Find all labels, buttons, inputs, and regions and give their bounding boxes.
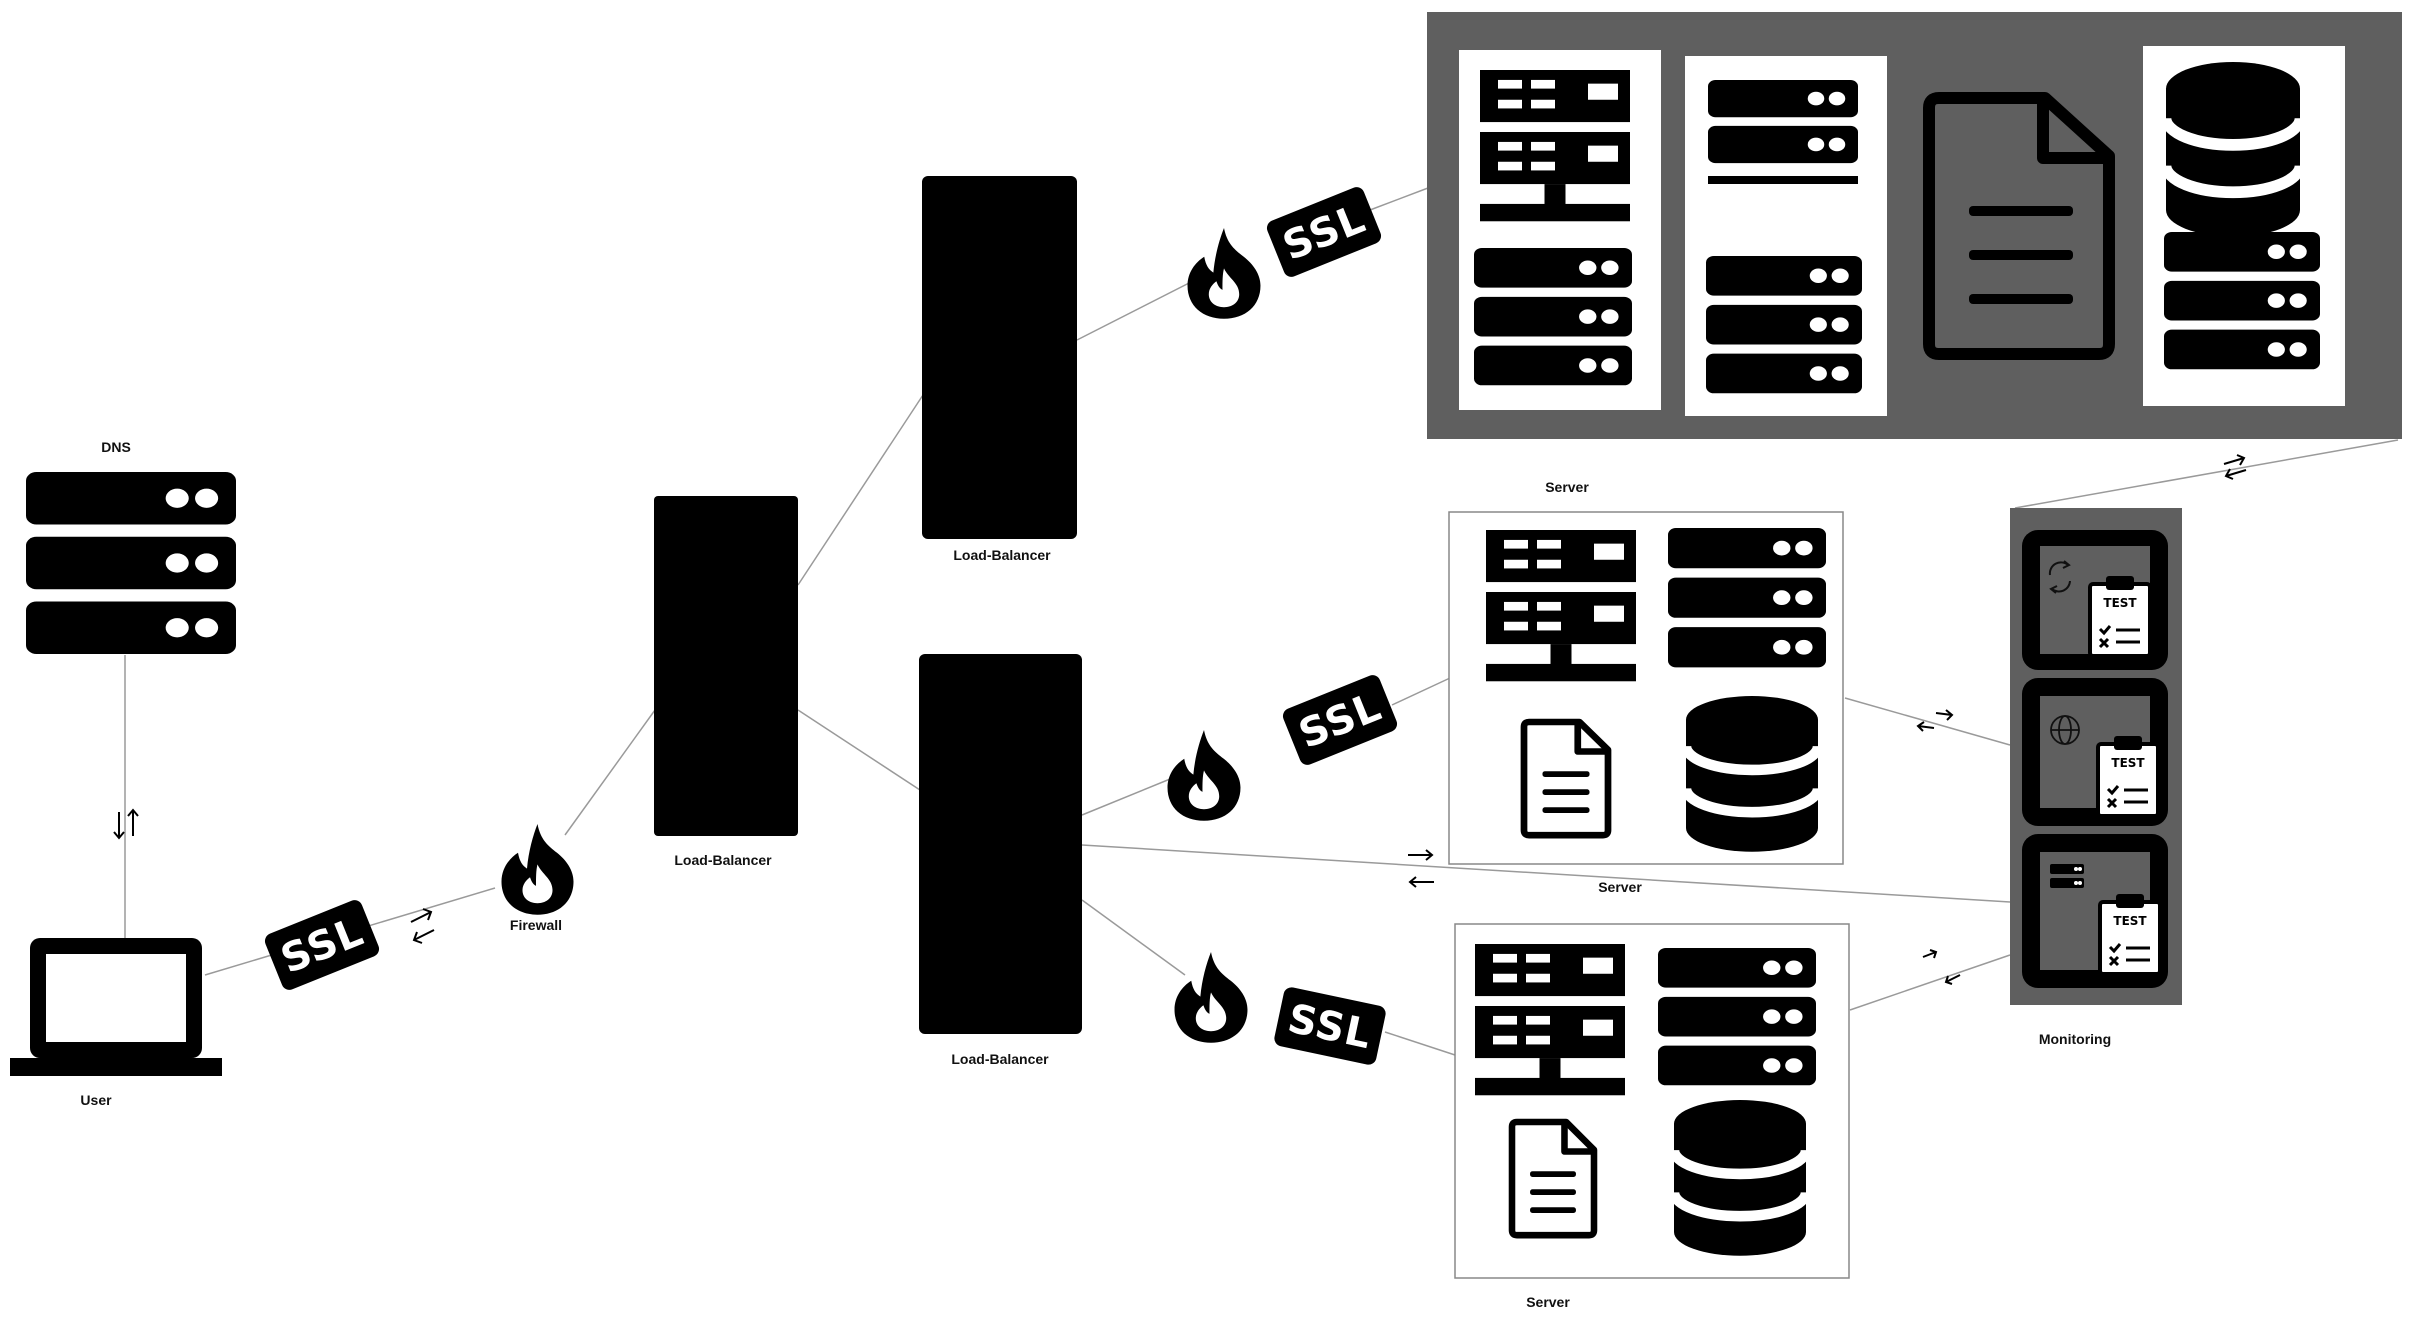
firewall-flame-icon <box>1167 730 1241 821</box>
user-laptop-icon[interactable] <box>10 938 222 1076</box>
firewall-flame-icon <box>1187 228 1261 319</box>
firewall-flame-icon[interactable] <box>501 824 574 915</box>
connector-monitor-server-a <box>1844 697 2011 746</box>
cluster-panel-1 <box>1459 50 1661 410</box>
lb-main-label: Load-Balancer <box>674 852 772 868</box>
refresh-icon <box>2048 560 2071 594</box>
exchange-arrows-icon <box>410 908 435 944</box>
globe-icon <box>2050 715 2080 745</box>
connector-monitor-server-b <box>1849 954 2011 1011</box>
direction-arrows <box>113 454 2247 985</box>
exchange-arrows-icon <box>1922 949 1961 985</box>
connector-lbtop-firewall <box>1076 279 1196 341</box>
connector-ssl-topcluster <box>1369 187 1429 211</box>
server-c-title: Server <box>1526 1294 1570 1310</box>
firewall-flame-icon <box>1174 952 1248 1043</box>
test-label: TEST <box>2113 914 2147 928</box>
server-a-title: Server <box>1545 479 1589 495</box>
cluster-panel-3 <box>2143 46 2345 406</box>
test-label: TEST <box>2111 756 2145 770</box>
ssl-badge-icon: SSL <box>1282 675 1398 765</box>
exchange-arrows-icon <box>1408 849 1434 888</box>
monitor-card-2[interactable]: TEST <box>2022 678 2168 826</box>
server-box-a[interactable] <box>1448 511 1844 865</box>
connector-lb-lbbottom <box>797 709 921 791</box>
load-balancer-main[interactable] <box>654 496 798 836</box>
dns-server-icon[interactable] <box>26 472 236 654</box>
top-server-cluster[interactable] <box>1427 12 2402 439</box>
connector-lbbottom-firewall <box>1081 776 1176 816</box>
server-small-icon <box>2050 864 2084 888</box>
connector-ssl-server-b <box>1384 1031 1456 1056</box>
connector-lb-lbtop <box>797 394 924 586</box>
connectors <box>124 187 2399 1056</box>
user-label: User <box>80 1092 112 1108</box>
exchange-arrows-icon <box>1916 709 1954 732</box>
connector-ssl-server-a <box>1391 677 1451 706</box>
connector-firewall-lb <box>564 709 656 836</box>
monitoring-label: Monitoring <box>2039 1031 2111 1047</box>
connector-monitor-topcluster <box>2014 439 2399 509</box>
firewall-label: Firewall <box>510 917 562 933</box>
exchange-arrows-icon <box>2223 454 2247 480</box>
cluster-panel-2 <box>1685 56 1887 416</box>
ssl-badge-icon: SSL <box>1266 187 1382 277</box>
dns-label: DNS <box>101 439 131 455</box>
document-icon <box>1923 92 2115 360</box>
lb-bottom-label: Load-Balancer <box>951 1051 1049 1067</box>
updown-arrows-icon <box>113 808 139 840</box>
connector-lbbottom-firewall-2 <box>1081 899 1186 976</box>
lb-top-label: Load-Balancer <box>953 547 1051 563</box>
ssl-badge-icon: SSL <box>264 900 380 990</box>
monitoring-panel[interactable]: TEST TEST TEST <box>2010 508 2182 1005</box>
server-b-title: Server <box>1598 879 1642 895</box>
load-balancer-top[interactable] <box>922 176 1077 539</box>
load-balancer-bottom[interactable] <box>919 654 1082 1034</box>
monitor-card-1[interactable]: TEST <box>2022 530 2168 670</box>
ssl-badge-icon: SSL <box>1274 987 1386 1065</box>
server-box-b[interactable] <box>1454 923 1850 1279</box>
monitor-card-3[interactable]: TEST <box>2022 834 2168 988</box>
test-label: TEST <box>2103 596 2137 610</box>
connector-monitor-lbbottom <box>1081 844 2011 903</box>
